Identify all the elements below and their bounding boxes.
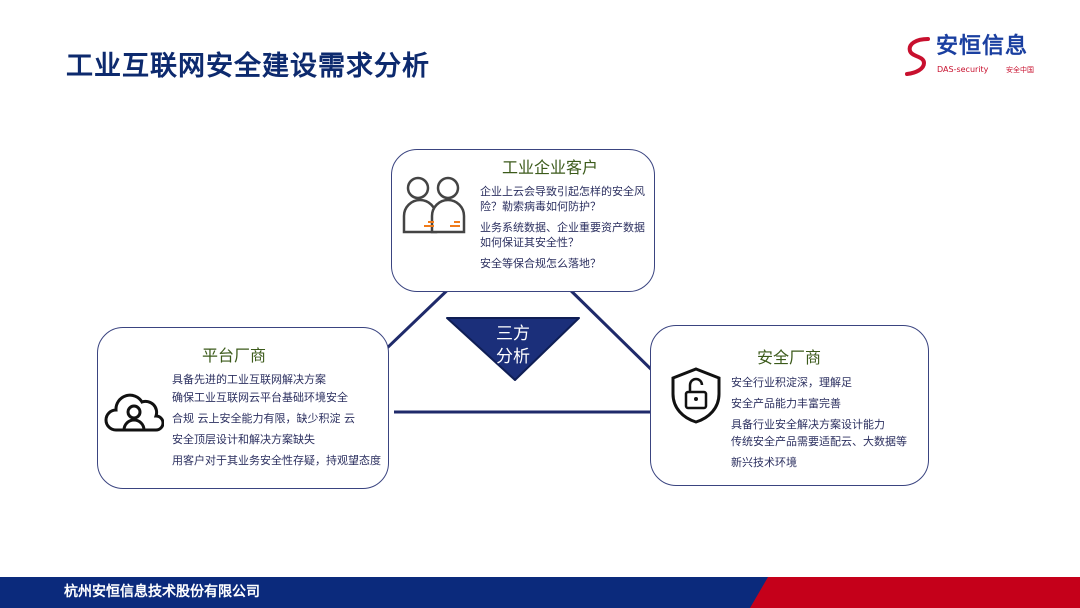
footer-company: 杭州安恒信息技术股份有限公司 — [64, 584, 260, 600]
company-logo: 安恒信息 DAS-security 安全中国 — [904, 34, 1044, 80]
card-line: 安全顶层设计和解决方案缺失 — [172, 433, 315, 446]
card-line: 合规 云上安全能力有限，缺少积淀 云 — [172, 412, 355, 425]
card-platform-vendor: 平台厂商 具备先进的工业互联网解决方案 确保工业互联网云平台基础环境安全 合规 … — [97, 327, 389, 489]
logo-en2: 安全中国 — [1006, 66, 1034, 74]
shield-unlock-icon — [671, 367, 721, 424]
card-line: 具备行业安全解决方案设计能力 — [731, 418, 885, 431]
users-icon — [402, 176, 466, 234]
card-line: 传统安全产品需要适配云、大数据等 — [731, 435, 907, 448]
logo-text: 安恒信息 — [936, 34, 1029, 59]
card-line: 确保工业互联网云平台基础环境安全 — [172, 391, 348, 404]
page-title: 工业互联网安全建设需求分析 — [66, 51, 430, 82]
triangle-shape — [446, 317, 580, 381]
footer-red-accent — [750, 577, 1080, 608]
card-line: 安全行业积淀深，理解足 — [731, 376, 852, 389]
three-party-analysis-badge: 三方 分析 — [443, 316, 583, 382]
connector-right — [558, 278, 664, 382]
badge-line2: 分析 — [496, 347, 530, 367]
card-line: 新兴技术环境 — [731, 456, 797, 469]
card-security-vendor: 安全厂商 安全行业积淀深，理解足 安全产品能力丰富完善 具备行业安全解决方案设计… — [650, 325, 929, 486]
logo-en: DAS-security — [937, 65, 989, 74]
card-line: 业务系统数据、企业重要资产数据如何保证其安全性？ — [480, 221, 645, 249]
card-line: 企业上云会导致引起怎样的安全风险？勒索病毒如何防护？ — [480, 185, 645, 213]
card-title: 工业企业客户 — [502, 158, 599, 177]
badge-line1: 三方 — [496, 324, 530, 344]
footer-bar: 杭州安恒信息技术股份有限公司 — [0, 577, 1080, 608]
card-line: 安全产品能力丰富完善 — [731, 397, 841, 410]
card-title: 安全厂商 — [757, 348, 822, 367]
card-line: 安全等保合规怎么落地？ — [480, 257, 601, 270]
card-industrial-customer: 工业企业客户 企业上云会导致引起怎样的安全风险？勒索病毒如何防护？ 业务系统数据… — [391, 149, 655, 292]
card-title: 平台厂商 — [202, 346, 267, 365]
cloud-user-icon — [104, 393, 164, 432]
logo-mark-icon — [905, 37, 930, 76]
card-line: 用客户对于其业务安全性存疑，持观望态度 — [172, 454, 381, 467]
card-line: 具备先进的工业互联网解决方案 — [172, 373, 326, 386]
